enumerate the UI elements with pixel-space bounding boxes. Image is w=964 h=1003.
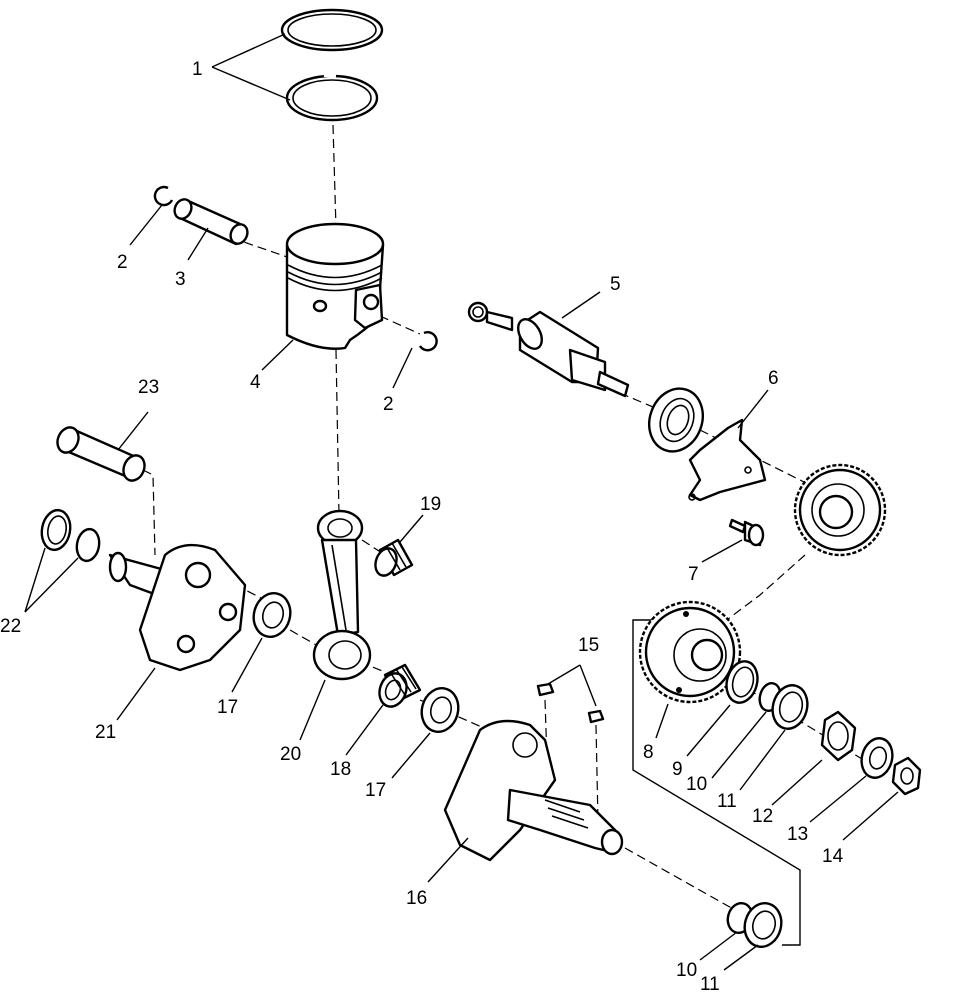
callout-19: 19 [420, 494, 441, 515]
left-seal-and-o-ring [40, 508, 101, 563]
leader-lines [24, 33, 899, 971]
callout-2-left: 2 [117, 252, 128, 273]
callout-4: 4 [250, 372, 261, 393]
crank-shim-left [252, 592, 292, 638]
large-drive-gear [793, 463, 887, 557]
callout-18: 18 [330, 759, 351, 780]
group-bracket [632, 619, 801, 946]
callout-5: 5 [610, 274, 621, 295]
callout-23: 23 [138, 377, 159, 398]
piston-pin-circlip-left [153, 185, 174, 207]
callout-15: 15 [578, 635, 599, 656]
callout-11-lower: 11 [700, 974, 720, 995]
crankshaft-bearing [648, 387, 704, 453]
oil-seal-upper [771, 684, 809, 730]
piston-rings [280, 8, 384, 122]
piston [285, 222, 385, 350]
crank-shim-right [420, 687, 460, 733]
crank-gear [638, 600, 742, 704]
callout-22: 22 [0, 616, 21, 637]
callout-8: 8 [643, 742, 654, 763]
piston-pin-circlip-right [418, 331, 438, 352]
starter-motor [467, 301, 630, 398]
callout-7: 7 [688, 564, 699, 585]
callout-9: 9 [672, 759, 683, 780]
hex-nut [891, 756, 922, 796]
bracket-bolt [728, 518, 765, 547]
oil-seal-lower [743, 902, 783, 948]
crank-pin [56, 426, 146, 482]
small-end-needle-bearing [374, 538, 414, 577]
callout-17-left: 17 [217, 697, 238, 718]
bracket-plate [688, 418, 767, 502]
callout-14: 14 [822, 846, 844, 867]
callout-1: 1 [192, 59, 203, 80]
woodruff-keys [536, 682, 605, 724]
callout-numbers: 1 2 3 4 2 5 6 7 23 19 22 21 17 20 18 17 … [0, 59, 844, 995]
callout-10-upper: 10 [686, 774, 707, 795]
connecting-rod [312, 509, 372, 681]
big-end-needle-bearing [378, 663, 422, 708]
callout-2-right: 2 [383, 394, 394, 415]
callout-6: 6 [768, 368, 779, 389]
thrust-washer [725, 660, 759, 704]
callout-21: 21 [95, 722, 116, 743]
callout-12: 12 [752, 806, 773, 827]
callout-11-upper: 11 [717, 791, 737, 812]
callout-20: 20 [280, 744, 301, 765]
callout-16: 16 [406, 888, 427, 909]
castle-nut [820, 710, 857, 762]
piston-pin [173, 198, 249, 246]
crankshaft-half-right [443, 719, 624, 862]
crankshaft-half-left [108, 543, 247, 672]
callout-3: 3 [175, 269, 186, 290]
callout-13: 13 [787, 824, 808, 845]
callout-17-right: 17 [365, 780, 386, 801]
callout-10-lower: 10 [676, 960, 697, 981]
flat-washer [860, 737, 894, 779]
